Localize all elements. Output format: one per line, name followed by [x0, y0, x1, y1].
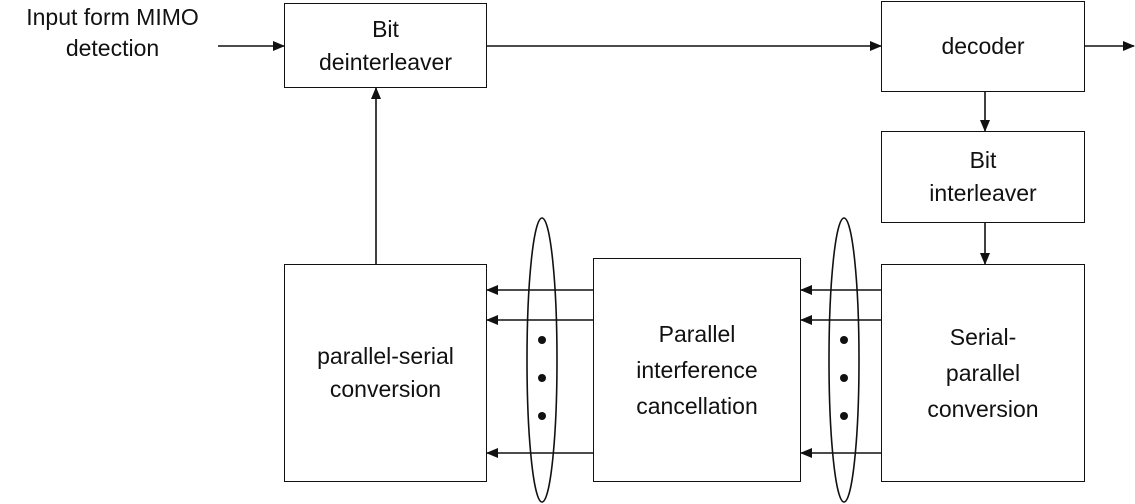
pic-line3: cancellation — [636, 393, 758, 419]
decoder-block: decoder — [881, 1, 1085, 92]
serial-parallel-conversion-block: Serial- parallel conversion — [881, 264, 1085, 482]
bit-deinterleaver-line2: deinterleaver — [319, 48, 452, 75]
pic-line1: Parallel — [658, 321, 736, 347]
serial-parallel-line3: conversion — [927, 396, 1039, 422]
bit-interleaver-line2: interleaver — [929, 180, 1037, 206]
serial-parallel-line2: parallel — [945, 360, 1021, 386]
input-label-line2: detection — [65, 35, 160, 61]
input-label: Input form MIMO detection — [0, 2, 225, 64]
serial-parallel-line1: Serial- — [949, 324, 1017, 350]
ellipsis-dot-left-3 — [538, 412, 546, 420]
input-label-line1: Input form MIMO — [26, 4, 199, 30]
ellipsis-dot-left-2 — [538, 374, 546, 382]
parallel-serial-line1: parallel-serial — [317, 343, 454, 369]
parallel-serial-line2: conversion — [329, 376, 442, 402]
bit-interleaver-block: Bit interleaver — [881, 131, 1085, 223]
pic-line2: interference — [636, 357, 758, 383]
ellipsis-dot-left-1 — [538, 336, 546, 344]
parallel-serial-conversion-block: parallel-serial conversion — [284, 264, 487, 482]
parallel-interference-cancellation-block: Parallel interference cancellation — [593, 258, 801, 482]
bundle-ellipse-left — [526, 217, 558, 503]
ellipsis-dot-right-3 — [840, 412, 848, 420]
bit-deinterleaver-line1: Bit — [372, 15, 399, 42]
bundle-ellipse-right — [828, 217, 860, 503]
decoder-label: decoder — [941, 33, 1025, 59]
bit-interleaver-line1: Bit — [969, 147, 997, 173]
ellipsis-dot-right-1 — [840, 336, 848, 344]
bit-deinterleaver-block: Bit deinterleaver — [284, 3, 487, 88]
ellipsis-dot-right-2 — [840, 374, 848, 382]
